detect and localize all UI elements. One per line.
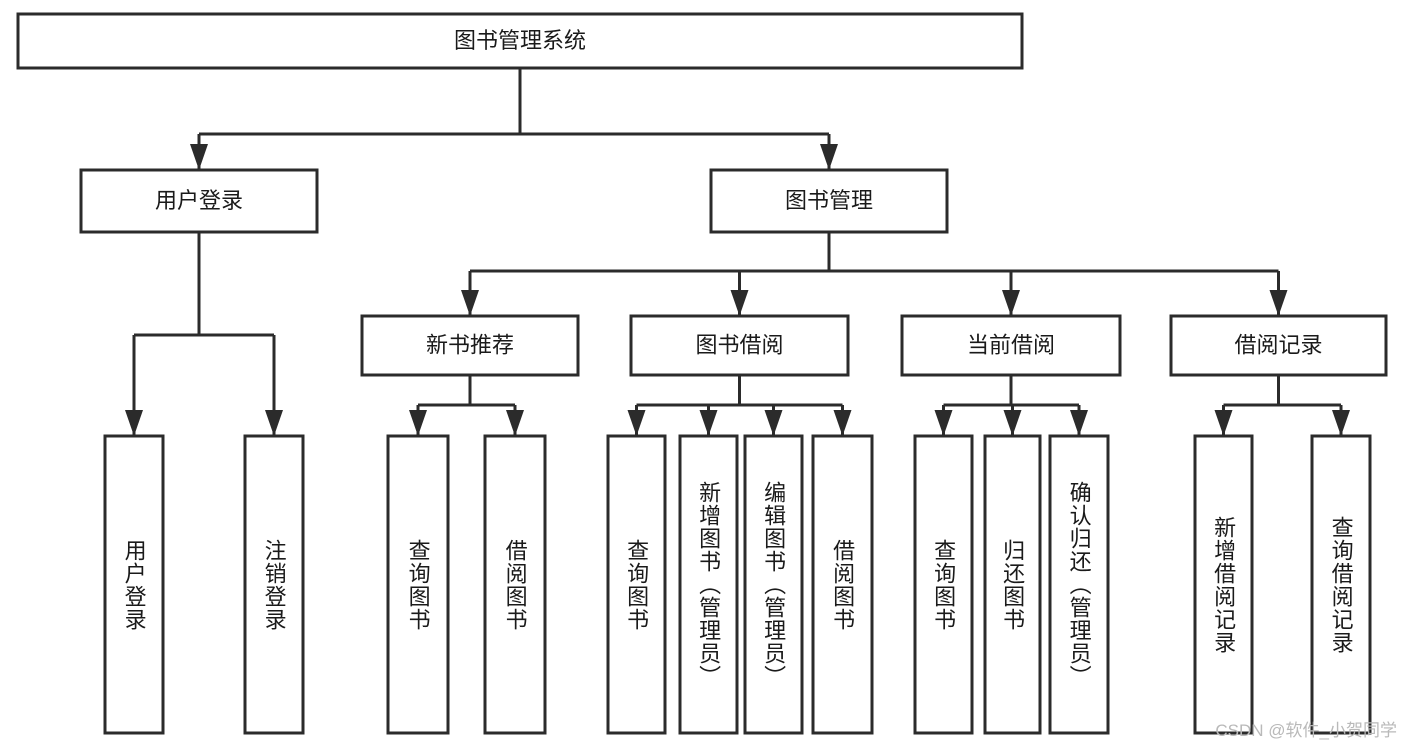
node-label-current-borrow: 当前借阅 <box>967 332 1055 357</box>
arrow-head-icon <box>125 410 143 436</box>
arrow-head-icon <box>730 290 749 316</box>
node-box-leaf-add-book[interactable] <box>678 434 739 735</box>
arrow-head-icon <box>699 410 718 436</box>
node-label-user-login: 用户登录 <box>155 188 243 213</box>
arrow-head-icon <box>506 410 524 436</box>
arrow-head-icon <box>265 410 283 436</box>
arrow-head-icon <box>1070 410 1088 436</box>
node-box-leaf-confirm-return[interactable] <box>1048 434 1110 735</box>
node-box-leaf-add-record[interactable] <box>1193 434 1254 735</box>
arrow-head-icon <box>1003 410 1022 436</box>
box-layer <box>16 12 1388 735</box>
node-box-leaf-borrow-book-1[interactable] <box>483 434 547 735</box>
node-label-root: 图书管理系统 <box>454 28 586 53</box>
arrow-head-icon <box>764 410 783 436</box>
arrow-head-icon <box>833 410 852 436</box>
node-box-new-book-rec[interactable] <box>360 314 580 377</box>
arrow-head-icon <box>409 410 427 436</box>
node-box-leaf-query-book-3[interactable] <box>913 434 974 735</box>
csdn-watermark: CSDN @软件_小贺同学 <box>1215 721 1397 740</box>
node-box-leaf-user-login[interactable] <box>103 434 165 735</box>
node-box-leaf-query-book-1[interactable] <box>386 434 450 735</box>
arrow-head-icon <box>1214 410 1233 436</box>
node-box-current-borrow[interactable] <box>900 314 1122 377</box>
arrow-head-icon <box>1269 290 1288 316</box>
node-label-book-manage: 图书管理 <box>785 188 873 213</box>
node-label-new-book-rec: 新书推荐 <box>426 332 514 357</box>
connector-layer <box>125 68 1350 436</box>
node-box-book-manage[interactable] <box>709 168 949 234</box>
arrow-head-icon <box>190 144 208 170</box>
arrow-head-icon <box>461 290 479 316</box>
node-label-book-borrow: 图书借阅 <box>695 332 783 357</box>
arrow-head-icon <box>934 410 953 436</box>
node-label-borrow-record: 借阅记录 <box>1234 332 1322 357</box>
node-box-leaf-return-book[interactable] <box>983 434 1042 735</box>
node-box-leaf-query-record[interactable] <box>1310 434 1372 735</box>
node-box-leaf-edit-book[interactable] <box>743 434 804 735</box>
arrow-head-icon <box>627 410 646 436</box>
node-box-leaf-query-book-2[interactable] <box>606 434 667 735</box>
node-box-book-borrow[interactable] <box>629 314 850 377</box>
arrow-head-icon <box>1332 410 1350 436</box>
node-box-borrow-record[interactable] <box>1169 314 1388 377</box>
node-box-leaf-logout[interactable] <box>243 434 305 735</box>
arrow-head-icon <box>1002 290 1020 316</box>
arrow-head-icon <box>820 144 838 170</box>
node-box-user-login[interactable] <box>79 168 319 234</box>
node-box-leaf-borrow-book-2[interactable] <box>811 434 874 735</box>
node-box-root[interactable] <box>16 12 1024 70</box>
